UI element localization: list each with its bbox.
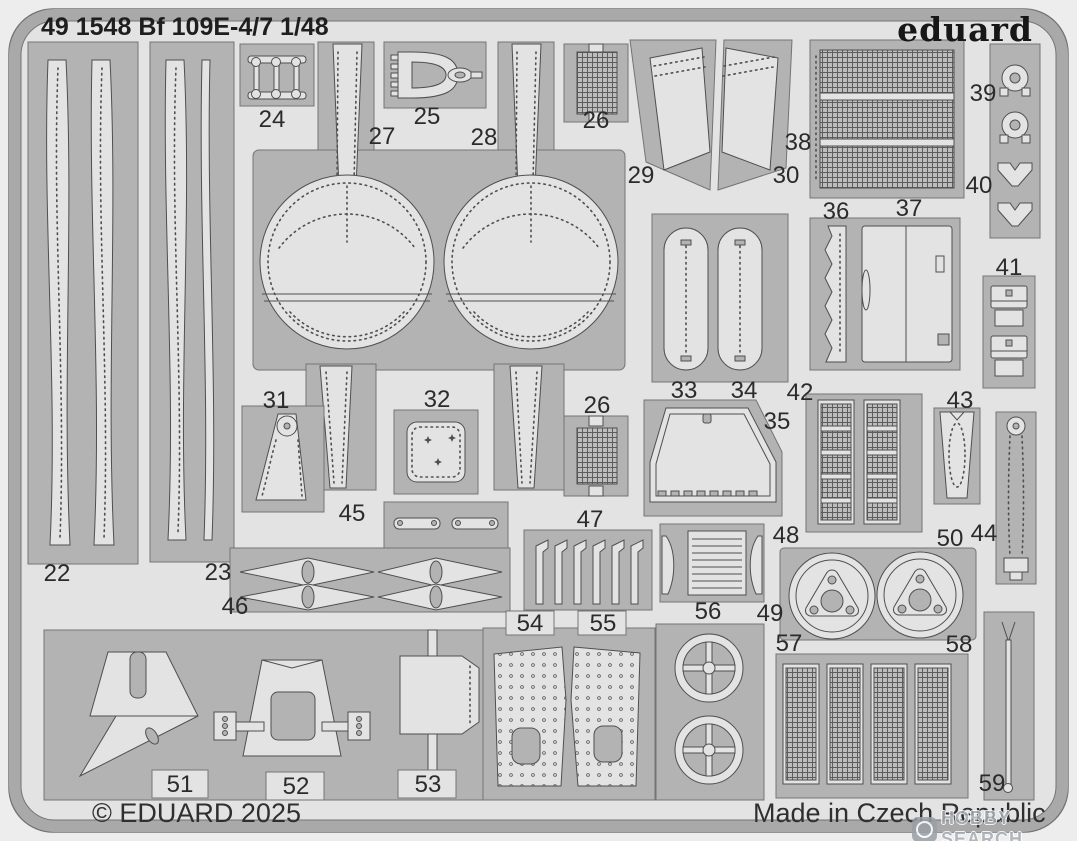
part-57-58-frames	[775, 653, 969, 799]
part-26-lower-frame	[563, 415, 629, 497]
part-51-52-53-frames	[43, 629, 503, 801]
part-56-frame	[655, 623, 765, 801]
part-48-frame	[659, 523, 765, 603]
part-47-frame	[523, 529, 653, 611]
part-42-frame	[805, 393, 923, 533]
part-31-frame	[241, 405, 325, 513]
part-22-23-frames	[27, 41, 235, 565]
part-44-frame	[995, 411, 1037, 585]
part-35-frame	[643, 399, 783, 517]
part-24-frame	[239, 43, 315, 107]
radiator-grid-frame	[809, 39, 965, 199]
part-59-frame	[983, 611, 1035, 801]
part-32-frame	[393, 409, 479, 495]
part-43-frame	[933, 407, 981, 505]
part-49-50-frames	[779, 547, 977, 641]
part-54-55-frames	[482, 610, 656, 801]
part-36-37-frames	[809, 217, 961, 371]
part-41-frame	[982, 275, 1036, 389]
part-39-40-frames	[989, 43, 1041, 239]
part-45-frame	[383, 501, 509, 549]
part-33-34-frames	[651, 213, 789, 383]
part-25-frame	[383, 41, 487, 109]
part-26-top-frame	[563, 43, 629, 123]
part-29-30-frames	[629, 39, 793, 191]
part-46-frame	[229, 547, 511, 613]
